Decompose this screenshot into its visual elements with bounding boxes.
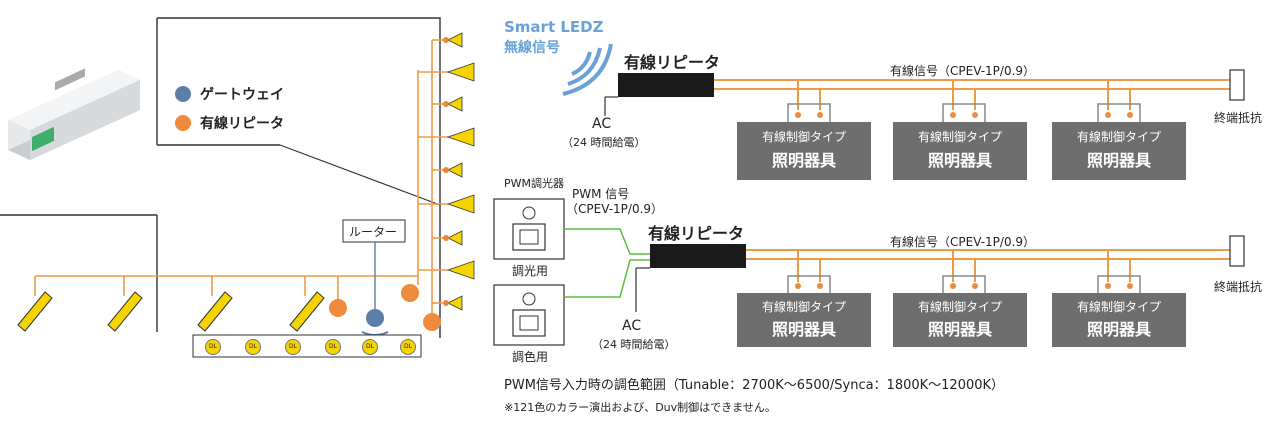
dimmer-title: PWM調光器 [504, 177, 565, 190]
fixture-name: 照明器具 [1086, 151, 1151, 170]
legend-gateway-dot [175, 86, 191, 102]
router-label: ルーター [349, 225, 398, 239]
wireless-subtitle: 無線信号 [504, 40, 560, 56]
top-terminator-label: 終端抵抗 [1214, 111, 1263, 125]
bottom-signal-label: 有線信号（CPEV-1P/0.9） [890, 235, 1036, 249]
legend-repeater-label: 有線リピータ [200, 116, 284, 132]
fixture-box: 有線制御タイプ 照明器具 [1052, 122, 1186, 180]
downlight: DL [205, 339, 221, 355]
downlight: DL [285, 339, 301, 355]
downlight: DL [245, 339, 261, 355]
fixture-box: 有線制御タイプ 照明器具 [737, 293, 871, 347]
bottom-terminator-label: 終端抵抗 [1214, 280, 1263, 294]
legend-gateway-label: ゲートウェイ [200, 87, 284, 103]
fixture-box: 有線制御タイプ 照明器具 [893, 122, 1027, 180]
top-repeater-label: 有線リピータ [624, 53, 721, 72]
top-signal-label: 有線信号（CPEV-1P/0.9） [890, 64, 1036, 78]
pwm-cable-label: （CPEV-1P/0.9） [566, 202, 664, 216]
bottom-repeater-label: 有線リピータ [648, 224, 745, 243]
fixture-type: 有線制御タイプ [761, 130, 846, 144]
switch-color-label: 調色用 [512, 350, 549, 364]
fixture-type: 有線制御タイプ [917, 300, 1002, 314]
downlight: DL [362, 339, 378, 355]
downlight: DL [325, 339, 341, 355]
repeater-product-image [8, 68, 140, 160]
fixture-box: 有線制御タイプ 照明器具 [737, 122, 871, 180]
fixture-box: 有線制御タイプ 照明器具 [893, 293, 1027, 347]
fixture-name: 照明器具 [927, 320, 992, 339]
fixture-type: 有線制御タイプ [1076, 300, 1161, 314]
color-range-note: PWM信号入力時の調色範囲（Tunable：2700K～6500/Synca：1… [504, 378, 1005, 393]
fixture-type: 有線制御タイプ [917, 130, 1002, 144]
top-ac-label: AC [592, 116, 612, 132]
fixture-name: 照明器具 [927, 151, 992, 170]
switch-dimming-label: 調光用 [512, 264, 549, 278]
fixture-name: 照明器具 [771, 151, 836, 170]
wireless-title: Smart LEDZ [504, 18, 604, 36]
fixture-type: 有線制御タイプ [1076, 130, 1161, 144]
fixture-name: 照明器具 [1086, 320, 1151, 339]
bottom-ac-label: AC [622, 318, 642, 334]
top-ac-note: （24 時間給電） [562, 136, 646, 149]
pwm-signal-label: PWM 信号 [572, 187, 630, 201]
limitation-note: ※121色のカラー演出および、Duv制御はできません。 [504, 401, 776, 414]
fixture-name: 照明器具 [771, 320, 836, 339]
fixture-type: 有線制御タイプ [761, 300, 846, 314]
legend-repeater-dot [175, 115, 191, 131]
bottom-ac-note: （24 時間給電） [592, 338, 676, 351]
downlight: DL [400, 339, 416, 355]
fixture-box: 有線制御タイプ 照明器具 [1052, 293, 1186, 347]
